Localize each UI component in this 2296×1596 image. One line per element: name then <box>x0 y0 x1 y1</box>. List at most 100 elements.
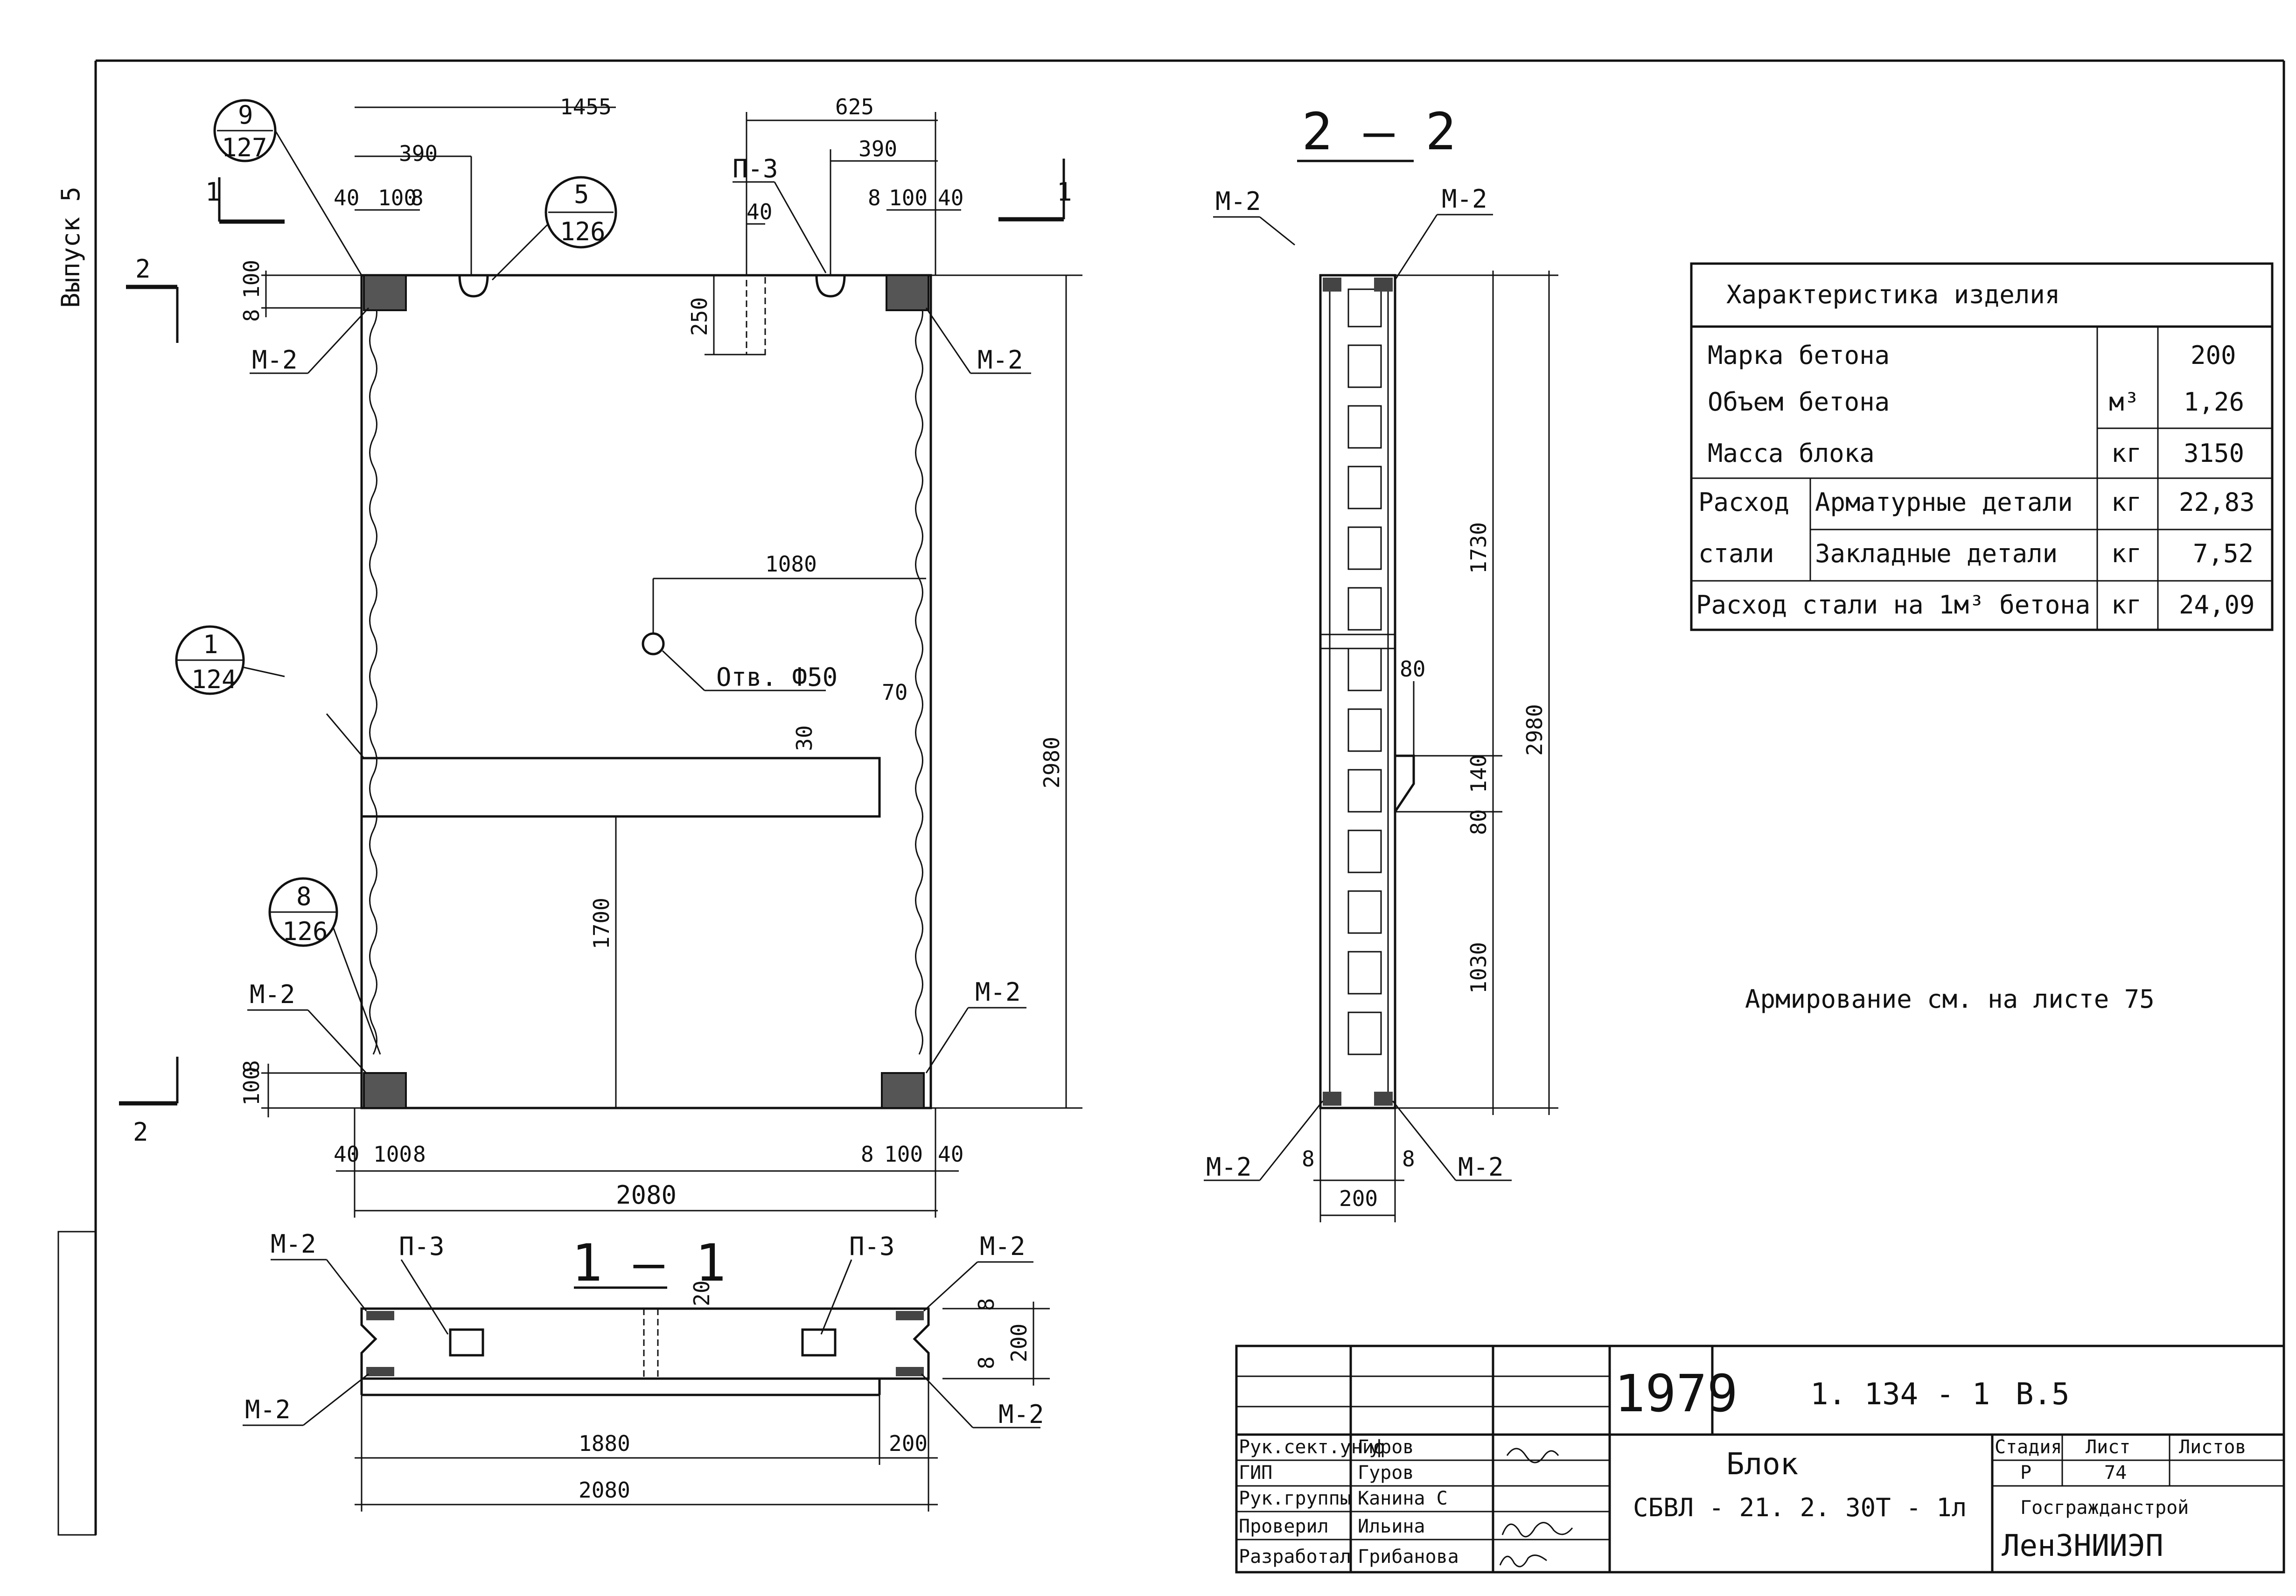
front-view: Отв. Ф50 <box>119 94 1082 1218</box>
dim-140: 140 <box>1466 754 1491 793</box>
label-m2-bottom-right: М-2 <box>975 977 1021 1007</box>
label-m2-s22-tl: М-2 <box>1215 187 1261 216</box>
signature-icon <box>1499 1554 1547 1568</box>
tb-name-0: Гуров <box>1358 1436 1414 1458</box>
section-2-2: 2 – 2 1730 2980 80 140 80 1030 8 8 200 <box>1204 102 1558 1222</box>
callout-5-126: 5 126 <box>491 176 617 281</box>
dim-8-left-bottom: 8 <box>239 1060 264 1073</box>
char-row-5-label: Расход стали на 1м³ бетона <box>1696 590 2090 620</box>
dim-30: 30 <box>792 725 817 751</box>
plate-m2-top-right <box>886 274 929 311</box>
plate-m2-bottom-right <box>881 1072 925 1109</box>
char-group-label-1: Расход <box>1698 488 1789 517</box>
dim-8-a: 8 <box>411 185 424 210</box>
dim-390-left: 390 <box>399 141 438 166</box>
char-row-2-label: Масса блока <box>1708 439 1875 468</box>
label-m2-s11-bl: М-2 <box>245 1395 291 1424</box>
tb-code: 1. 134 - 1 <box>1810 1377 1990 1412</box>
signature-icon <box>1506 1448 1559 1464</box>
svg-text:126: 126 <box>282 917 328 946</box>
char-row-2-value: 3150 <box>2184 439 2244 468</box>
tb-role-1: ГИП <box>1239 1462 1272 1484</box>
dim-40-a: 40 <box>334 185 359 210</box>
label-p3-s11-right: П-3 <box>849 1232 895 1261</box>
callout-9-127: 9 127 <box>213 99 363 276</box>
dim-1030: 1030 <box>1466 942 1491 994</box>
dim-1700: 1700 <box>589 898 614 949</box>
tb-role-4: Разработал <box>1239 1546 1351 1568</box>
char-row-2-unit: кг <box>2111 439 2142 468</box>
dim-8-s11-b: 8 <box>974 1356 999 1369</box>
char-row-5-unit: кг <box>2111 590 2142 620</box>
dim-80-s22: 80 <box>1400 656 1425 682</box>
plate-m2-bottom-left <box>363 1072 407 1109</box>
callout-1-124: 1 124 <box>175 625 365 759</box>
hole-icon <box>642 632 665 655</box>
tb-sheet: 74 <box>2104 1462 2127 1484</box>
tb-name-line1: Блок <box>1726 1447 1798 1482</box>
signature-icon <box>1501 1522 1573 1538</box>
dim-100-left-top: 100 <box>239 260 264 299</box>
plate-m2-top-left <box>363 274 407 311</box>
label-m2-s11-tr: М-2 <box>980 1232 1026 1261</box>
dim-1455: 1455 <box>560 94 612 119</box>
label-m2-s11-tl: М-2 <box>271 1229 316 1259</box>
char-row-3-value: 22,83 <box>2179 488 2255 517</box>
dim-2080: 2080 <box>616 1180 677 1210</box>
dim-100-bottom-left: 100 <box>373 1142 412 1167</box>
section-mark-1-right: 1 <box>1057 177 1072 207</box>
char-row-4-unit: кг <box>2111 539 2142 568</box>
svg-text:124: 124 <box>191 665 237 694</box>
label-p3-s11-left: П-3 <box>399 1232 445 1261</box>
char-row-0-label: Марка бетона <box>1708 341 1890 370</box>
dim-390-right: 390 <box>858 136 897 161</box>
char-row-4-label: Закладные детали <box>1815 539 2058 568</box>
hole-label: Отв. Ф50 <box>716 662 837 692</box>
label-m2-s22-br: М-2 <box>1458 1152 1504 1182</box>
lifting-loop-right <box>815 275 846 298</box>
tb-year: 1979 <box>1614 1364 1738 1423</box>
characteristics-table: Характеристика изделия Марка бетона 200 … <box>1690 262 2274 631</box>
dim-250: 250 <box>687 297 712 336</box>
dim-2980-s22: 2980 <box>1522 704 1547 756</box>
char-group-label-2: стали <box>1698 539 1774 568</box>
dim-8-s22-b: 8 <box>1402 1146 1415 1171</box>
section-mark-1-left: 1 <box>205 177 221 207</box>
tb-name-1: Гуров <box>1358 1462 1414 1484</box>
tb-role-2: Рук.группы <box>1239 1488 1351 1509</box>
char-row-1-unit: м³ <box>2109 387 2139 417</box>
dim-100-b: 100 <box>889 185 928 210</box>
dim-625: 625 <box>835 94 874 119</box>
tb-name-2: Канина С <box>1358 1488 1448 1509</box>
section-1-1: 1 – 1 М-2 М-2 М-2 М-2 П-3 П-3 200 8 8 20 <box>243 1229 1050 1512</box>
lifting-loop-left <box>458 275 489 298</box>
char-row-1-label: Объем бетона <box>1708 387 1890 417</box>
svg-text:126: 126 <box>560 217 606 246</box>
label-m2-top-left: М-2 <box>252 345 298 375</box>
char-row-0-value: 200 <box>2191 341 2236 370</box>
svg-text:8: 8 <box>296 882 312 911</box>
dim-70: 70 <box>882 680 907 705</box>
char-row-1-value: 1,26 <box>2184 387 2244 417</box>
char-row-3-unit: кг <box>2111 488 2142 517</box>
char-title: Характеристика изделия <box>1726 280 2060 309</box>
tb-role-3: Проверил <box>1239 1516 1329 1537</box>
dim-100-left-bottom: 100 <box>239 1067 264 1106</box>
svg-text:5: 5 <box>574 180 589 209</box>
callout-8-126: 8 126 <box>268 877 381 1055</box>
tb-org2: ЛенЗНИИЭП <box>2002 1529 2163 1563</box>
tb-issue: В.5 <box>2016 1377 2070 1412</box>
dim-20-s11: 20 <box>689 1281 714 1306</box>
title-block: 1979 1. 134 - 1 В.5 Блок СБВЛ - 21. 2. 3… <box>1235 1345 2285 1574</box>
char-row-4-value: 7,52 <box>2193 539 2254 568</box>
svg-text:1: 1 <box>203 630 218 659</box>
section-1-1-title: 1 – 1 <box>572 1233 726 1293</box>
section-2-2-title: 2 – 2 <box>1302 102 1456 161</box>
dim-8-bottom-right: 8 <box>861 1142 874 1167</box>
svg-text:9: 9 <box>238 100 253 130</box>
tb-sheet-header: Лист <box>2086 1436 2130 1458</box>
dim-200-s22: 200 <box>1339 1186 1378 1211</box>
tb-org1: Госгражданстрой <box>2020 1497 2189 1519</box>
label-m2-s22-bl: М-2 <box>1206 1152 1252 1182</box>
